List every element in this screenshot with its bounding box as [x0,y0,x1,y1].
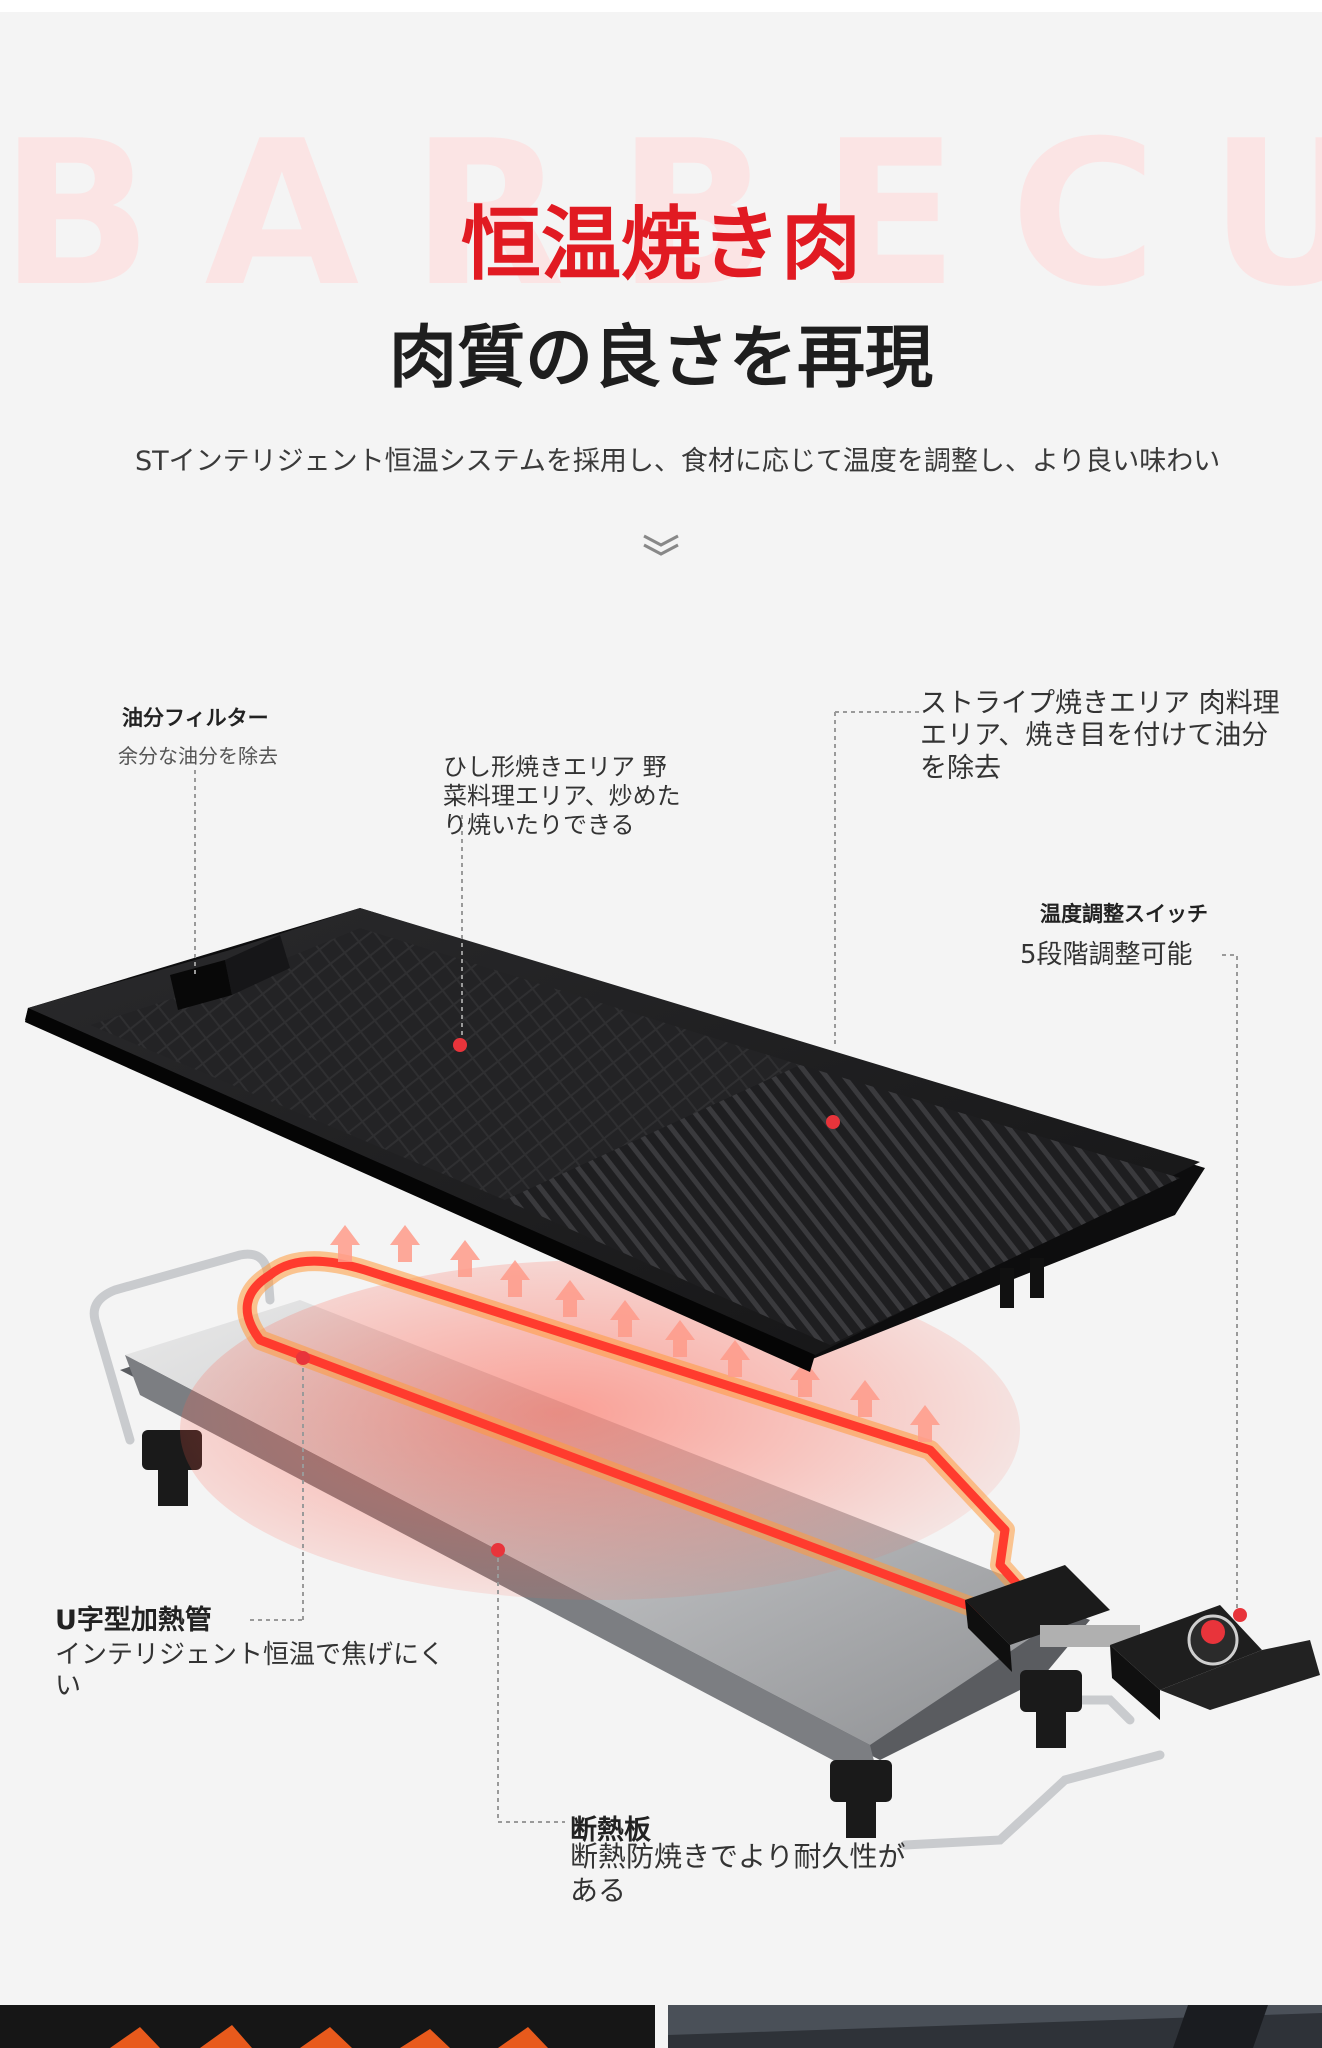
u-shaped-heating-tube [237,1251,1050,1620]
heat-arrow-icon [330,1225,940,1442]
temp-switch-desc: 5段階調整可能 [1020,940,1193,970]
u-heater-title: U字型加熱管 [55,1605,212,1636]
insulation-desc: 断熱防焼きでより耐久性がある [570,1840,906,1907]
temp-switch-title: 温度調整スイッチ [1040,902,1208,926]
callout-dots [296,1038,1247,1622]
temperature-controller [965,1565,1320,1720]
page-title: 恒温焼き肉 [461,198,861,291]
oil-filter-desc: 余分な油分を除去 [118,744,278,768]
feature-description: STインテリジェント恒温システムを採用し、食材に応じて温度を調整し、より良い味わ… [135,446,1221,477]
callout-leaders [194,711,1238,1823]
oil-filter-title: 油分フィルター [122,706,269,730]
page-subtitle: 肉質の良さを再現 [388,319,933,398]
diamond-area-desc: ひし形焼きエリア 野菜料理エリア、炒めたり焼いたりできる [443,753,681,839]
top-strip [0,0,1322,12]
chevron-double-down-icon [643,534,679,556]
watermark-text: BARBECUE [0,98,1322,331]
insulation-title: 断熱板 [570,1815,651,1846]
stripe-area-desc: ストライプ焼きエリア 肉料理エリア、焼き目を付けて油分を除去 [920,688,1280,784]
u-heater-desc: インテリジェント恒温で焦げにくい [55,1640,445,1702]
black-grill-plate [25,908,1205,1372]
next-section-photo-left [0,2005,655,2048]
next-section-photo-right [668,2005,1322,2048]
